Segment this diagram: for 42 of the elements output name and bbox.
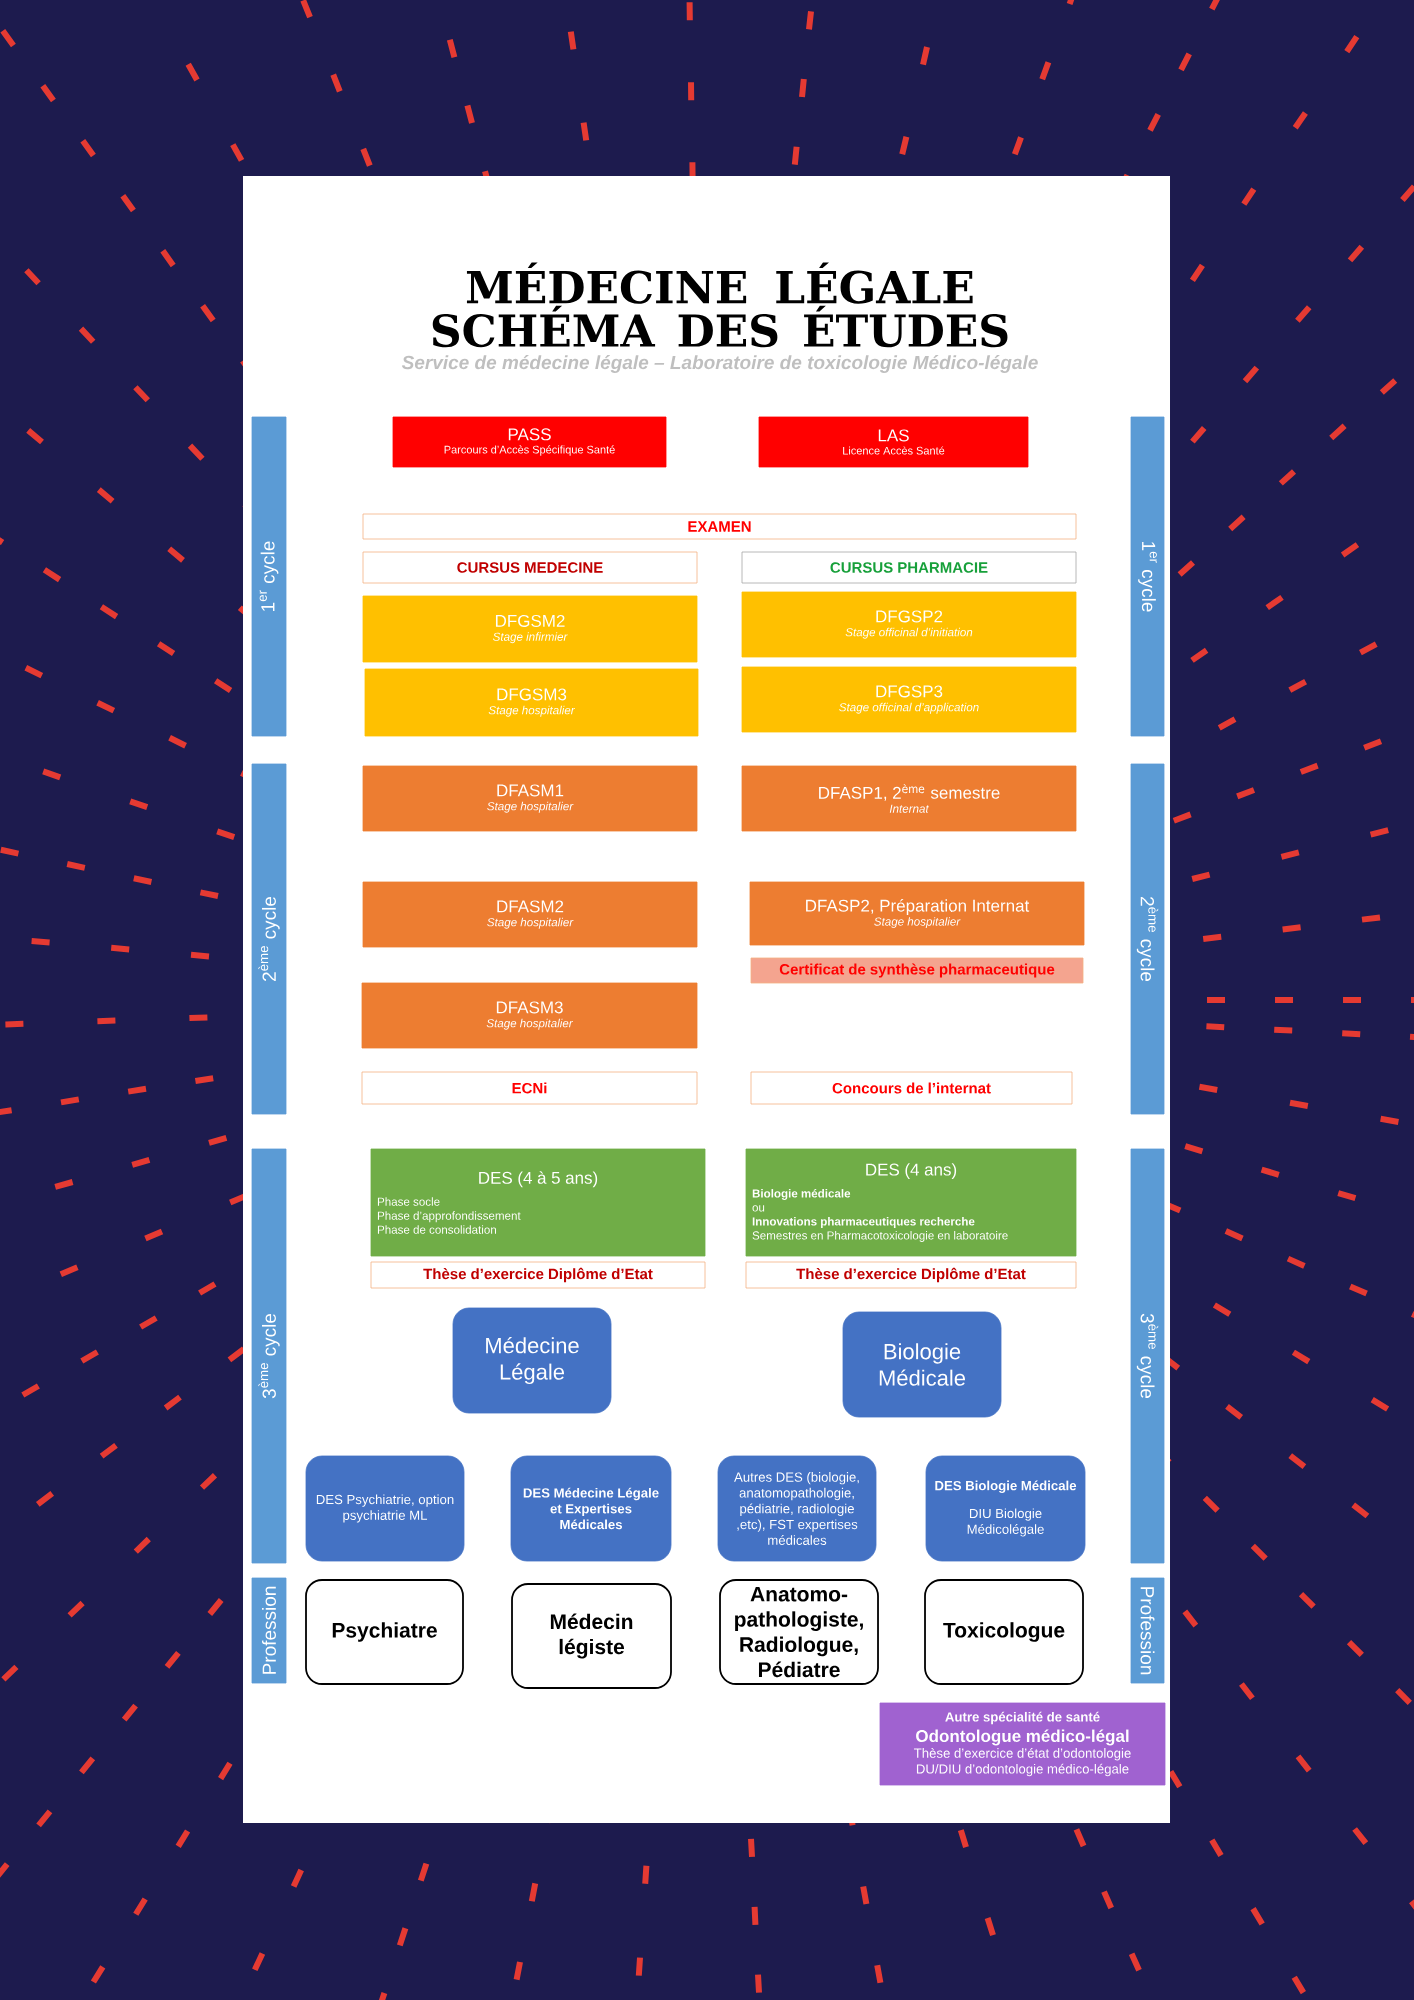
cycle-band: Profession <box>251 1577 287 1684</box>
track-header-box: CURSUS PHARMACIE <box>741 551 1077 584</box>
cycle-band: 2$^{ème}$ cycle <box>251 763 287 1115</box>
cycle-band: 3$^{ème}$ cycle <box>251 1148 287 1564</box>
profession-box: Médecin légiste <box>511 1583 672 1689</box>
diploma-box: Autres DES (biologie, anatomopathologie, pédiatrie, radiologie ,etc), FST expertises médicales <box>717 1455 877 1562</box>
cycle-band: Profession <box>1130 1577 1165 1684</box>
track-header-box: CURSUS MEDECINE <box>362 551 698 584</box>
thesis-box: Thèse d’exercice Diplôme d’Etat <box>370 1261 706 1289</box>
track-box: LAS Licence Accès Santé <box>758 416 1029 468</box>
specialty-box: Biologie Médicale <box>842 1311 1002 1418</box>
cycle-band: 3$^{ème}$ cycle <box>1130 1148 1165 1564</box>
subtitle: Service de médecine légale – Laboratoire de toxicologie Médico-légale <box>401 355 1038 373</box>
profession-box: Toxicologue <box>924 1579 1084 1685</box>
year-box: DFASP1, 2$^{ème}$ semestre Internat <box>741 765 1077 832</box>
cycle-band: 2$^{ème}$ cycle <box>1130 763 1165 1115</box>
year-box: DFASM1 Stage hospitalier <box>362 765 698 832</box>
cycle-band: 1$^{er}$ cycle <box>1130 416 1165 737</box>
year-box: DFASP2, Préparation Internat Stage hospitalier <box>749 881 1085 946</box>
year-box: DFGSM3 Stage hospitalier <box>364 668 699 737</box>
profession-box: Anatomo- pathologiste, Radiologue, Pédiatre <box>719 1579 879 1685</box>
year-box: DFASM2 Stage hospitalier <box>362 881 698 948</box>
year-box: DFGSP3 Stage officinal d’application <box>741 666 1077 733</box>
des-box: DES (4 à 5 ans) Phase socle Phase d’approfondissement Phase de consolidation <box>370 1148 706 1257</box>
specialty-box: Médecine Légale <box>452 1307 612 1414</box>
year-box: DFGSM2 Stage infirmier <box>362 595 698 663</box>
des-box: DES (4 ans) Biologie médicale ou Innovations pharmaceutiques recherche Semestres en Pharmacotoxicologie en laboratoire <box>745 1148 1077 1257</box>
track-box: PASS Parcours d’Accès Spécifique Santé <box>392 416 667 468</box>
specialty-note-box: Autre spécialité de santé Odontologue médico-légal Thèse d’exercice d’état d’odontologie DU/DIU d’odontologie médico-légale <box>879 1702 1166 1786</box>
exam-box: ECNi <box>361 1071 698 1105</box>
cycle-band: 1$^{er}$ cycle <box>251 416 287 737</box>
exam-box: Concours de l’internat <box>750 1071 1073 1105</box>
profession-box: Psychiatre <box>305 1579 464 1685</box>
thesis-box: Thèse d’exercice Diplôme d’Etat <box>745 1261 1077 1289</box>
diploma-box: DES Psychiatrie, option psychiatrie ML <box>305 1455 465 1562</box>
diploma-box: DES Biologie Médicale DIU Biologie Médicolégale <box>925 1455 1086 1562</box>
certificate-box: Certificat de synthèse pharmaceutique <box>750 957 1084 984</box>
year-box: DFGSP2 Stage officinal d’initiation <box>741 591 1077 658</box>
title: MÉDECINE LÉGALE SCHÉMA DES ÉTUDES <box>432 262 1008 348</box>
exam-box: EXAMEN <box>362 513 1077 540</box>
diploma-box: DES Médecine Légale et Expertises Médicales <box>510 1455 672 1562</box>
year-box: DFASM3 Stage hospitalier <box>361 982 698 1049</box>
